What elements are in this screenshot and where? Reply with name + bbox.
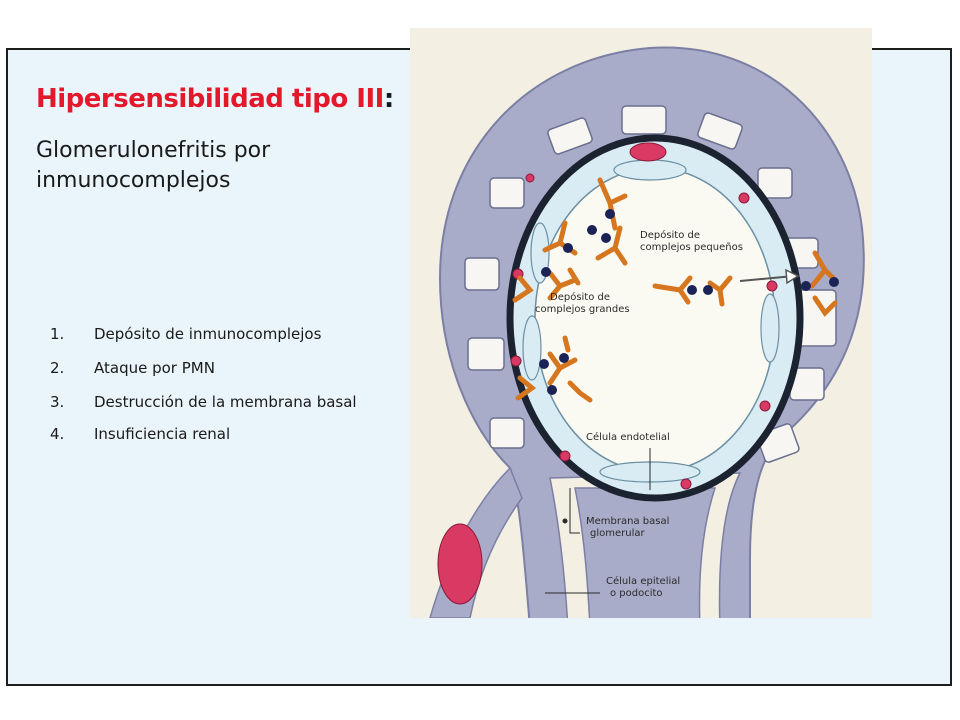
label-small-deposit-2: complejos pequeños xyxy=(640,242,743,253)
step-number: 4. xyxy=(50,425,65,443)
step-text: Insuficiencia renal xyxy=(94,425,231,443)
leader-lines xyxy=(545,448,651,594)
step-text: Ataque por PMN xyxy=(94,359,215,377)
label-epithelial-1: Célula epitelial xyxy=(606,575,680,587)
label-small-deposit-1: Depósito de xyxy=(640,229,700,241)
capillary-lumen xyxy=(534,167,776,473)
list-item: 1. Depósito de inmunocomplejos xyxy=(50,324,380,344)
glomerulus-svg: Depósito de complejos pequeños Depósito … xyxy=(429,46,865,618)
slide-title: Hipersensibilidad tipo III: xyxy=(36,84,394,114)
label-basement-1: Membrana basal xyxy=(586,516,669,527)
subtitle-line-2: inmunocomplejos xyxy=(36,168,231,193)
step-text: Destrucción de la membrana basal xyxy=(94,393,357,411)
arrow-head-icon xyxy=(785,268,800,285)
step-text: Depósito de inmunocomplejos xyxy=(94,325,322,343)
label-endothelial: Célula endotelial xyxy=(586,431,670,443)
steps-list: 1. Depósito de inmunocomplejos 2. Ataque p… xyxy=(50,324,380,458)
endothelial-bulges xyxy=(522,159,780,483)
list-item: 2. Ataque por PMN xyxy=(50,358,380,378)
stalk-gray xyxy=(574,487,717,618)
antigen-dots xyxy=(539,209,839,395)
title-text: Hipersensibilidad tipo III xyxy=(36,84,384,114)
step-number: 2. xyxy=(50,359,65,377)
title-colon: : xyxy=(383,84,394,114)
label-epithelial-2: o podocito xyxy=(610,588,663,599)
step-number: 3. xyxy=(50,393,65,411)
label-large-deposit-2: complejos grandes xyxy=(535,304,630,315)
slide-subtitle: Glomerulonefritis por inmunocomplejos xyxy=(36,136,396,196)
arrow-icon xyxy=(739,275,795,282)
list-item: 3. Destrucción de la membrana basal xyxy=(50,392,380,412)
list-item: 4. Insuficiencia renal xyxy=(50,424,380,444)
cell-nuclei xyxy=(437,142,778,605)
glomerulus-illustration: Depósito de complejos pequeños Depósito … xyxy=(410,28,872,618)
label-large-deposit-1: Depósito de xyxy=(550,291,610,303)
step-number: 1. xyxy=(50,325,65,343)
subtitle-line-1: Glomerulonefritis por xyxy=(36,138,271,163)
label-basement-2: glomerular xyxy=(590,528,645,539)
